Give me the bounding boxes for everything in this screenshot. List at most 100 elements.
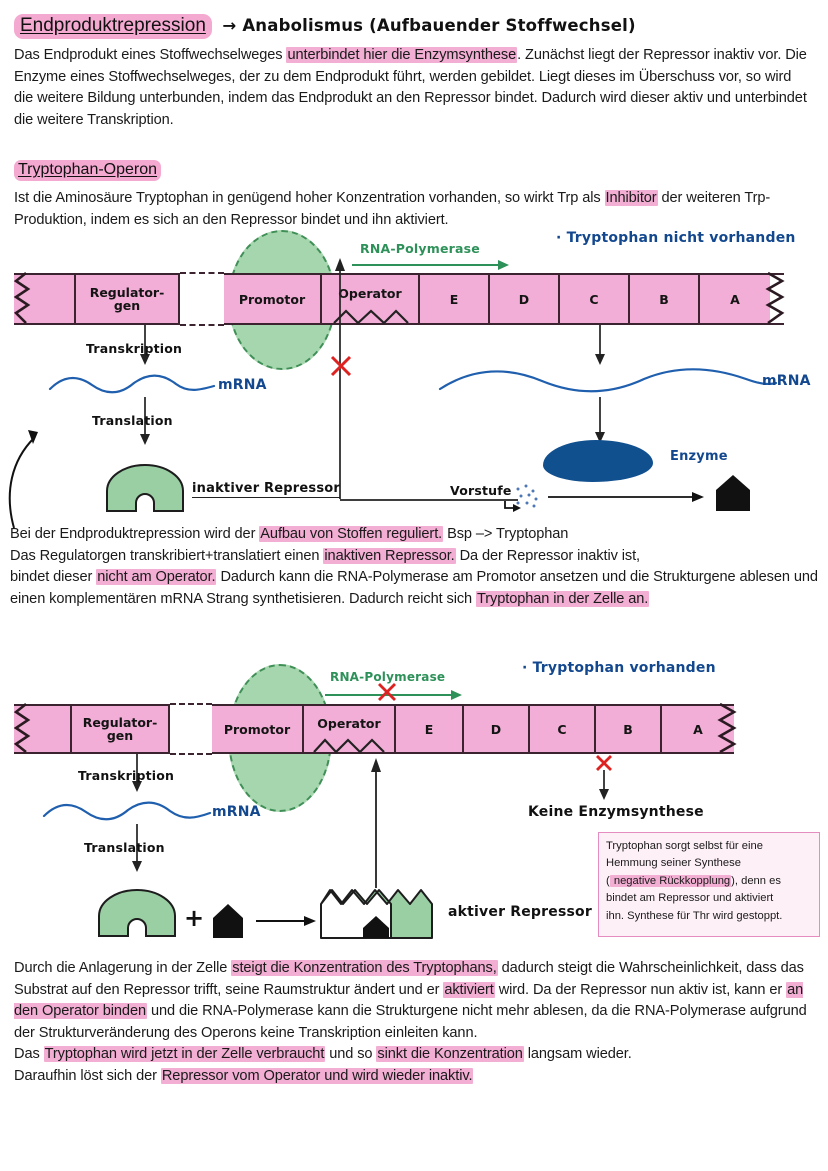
callout-line-2: Hemmung seiner Synthese (606, 857, 741, 870)
outro-text-1b: dadurch steigt die Wahrscheinlichkeit, d… (14, 960, 804, 998)
intro-paragraph: Das Endprodukt eines Stoffwechselweges u… (14, 45, 814, 131)
gene-bar-1: Regulator- gen Promotor Operator E D C B… (14, 272, 784, 326)
red-x-icon-1 (330, 355, 352, 377)
gene-segment-a: A (700, 275, 770, 323)
end-product-pentagon-icon (716, 475, 750, 511)
gene-segment-b: B (630, 275, 700, 323)
mrna-wave-2 (42, 801, 212, 821)
mid-text-1b: Bsp –> Tryptophan (443, 526, 569, 542)
gene2-segment-c: C (530, 706, 596, 752)
outro-paragraph: Durch die Anlagerung in der Zelle steigt… (14, 958, 818, 1087)
page-title: Endproduktrepression (14, 14, 212, 39)
red-x-icon-polymerase-blocked (378, 683, 396, 701)
operator-zigzag-icon (333, 309, 409, 325)
gene-segment-lead (14, 275, 76, 323)
active-repressor-shape (320, 889, 433, 939)
gene2-segment-gap (170, 703, 212, 755)
outro-text-1: Durch die Anlagerung in der Zelle (14, 960, 232, 976)
gene2-segment-regulator: Regulator- gen (72, 706, 170, 752)
callout-line-3: ( negative Rückkopplung), denn es (606, 873, 812, 890)
outro-block-1: Durch die Anlagerung in der Zelle steigt… (14, 958, 818, 1044)
vorstufe-dots-icon (504, 484, 538, 512)
section2-highlight-inhibitor: Inhibitor (604, 190, 658, 206)
gene2-segment-operator-label: Operator (317, 715, 381, 731)
callout-line-4: bindet am Repressor und aktiviert (606, 892, 774, 905)
gene-segment-regulator: Regulator- gen (76, 275, 180, 323)
gene-bar2-right-ragged-icon (717, 702, 737, 754)
mid-highlight-3: nicht am Operator. (96, 569, 217, 585)
mid-highlight-1: Aufbau von Stoffen reguliert. (259, 526, 444, 542)
diagram-tryptophan-absent: · Tryptophan nicht vorhanden RNA-Polymer… (0, 225, 828, 529)
outro-highlight-1: steigt die Konzentration des Tryptophans… (231, 960, 498, 976)
transkription-arrow-1 (140, 325, 150, 365)
gene-bar-right-ragged-icon (765, 271, 785, 325)
intro-highlight-1: unterbindet hier die Enzymsynthese (286, 47, 518, 63)
gene-segment-gap (180, 272, 224, 326)
mid-line-1: Bei der Endproduktrepression wird der Au… (10, 524, 820, 546)
gene-bar-left-ragged-icon (13, 271, 31, 324)
mrna-wave-right (438, 368, 778, 393)
mid-text-2b: Da der Repressor inaktiv ist, (455, 547, 641, 564)
gene-bar-2: Regulator- gen Promotor Operator E D C B… (14, 703, 734, 755)
outro-text-2b: wird. Da der Repressor nun aktiv ist, ka… (494, 981, 787, 998)
mid-paragraph: Bei der Endproduktrepression wird der Au… (10, 524, 820, 610)
translation-arrow-1 (140, 397, 150, 445)
repressor-label-connector (340, 499, 518, 501)
repressor-blocked-path (335, 258, 345, 499)
structure-gene-arrow (595, 325, 605, 365)
mrna-label-left: mRNA (218, 377, 267, 393)
feedback-callout-box: Tryptophan sorgt selbst für eine Hemmung… (598, 832, 820, 937)
section2-paragraph: Ist die Aminosäure Tryptophan in genügen… (14, 188, 814, 231)
outro-text-4c: langsam wieder. (523, 1046, 632, 1062)
binding-arrow (256, 916, 316, 926)
state-label-absent: · Tryptophan nicht vorhanden (556, 230, 796, 246)
no-enzyme-label: Keine Enzymsynthese (528, 804, 704, 820)
active-repressor-label: aktiver Repressor (448, 904, 592, 920)
gene2-segment-e: E (396, 706, 464, 752)
gene-segment-e: E (420, 275, 490, 323)
transkription-label-1: Transkription (86, 341, 183, 356)
outro-text-4: Das (14, 1046, 44, 1062)
inactive-repressor-label: inaktiver Repressor (192, 481, 341, 498)
transkription-arrow-2 (132, 754, 142, 792)
outro-highlight-4: Tryptophan wird jetzt in der Zelle verbr… (43, 1046, 326, 1062)
gene2-segment-lead (14, 706, 72, 752)
repressor-dome-shape-2 (98, 889, 176, 937)
gene2-segment-operator: Operator (304, 706, 396, 754)
state-label-present: · Tryptophan vorhanden (522, 660, 716, 676)
callout-paren-open: ( (606, 874, 610, 887)
gene2-segment-promotor: Promotor (212, 706, 304, 752)
mid-line-2: Das Regulatorgen transkribiert+translati… (10, 546, 820, 568)
vorstufe-label: Vorstufe (450, 483, 512, 498)
mid-highlight-4: Tryptophan in der Zelle an. (476, 590, 650, 607)
intro-text-1: Das Endprodukt eines Stoffwechselweges (14, 47, 287, 63)
callout-line-5: ihn. Synthese für Thr wird gestoppt. (606, 909, 783, 922)
mrna-label-2: mRNA (212, 804, 261, 820)
mid-text-3: bindet dieser (10, 569, 97, 585)
section2-text-1: Ist die Aminosäure Tryptophan in genügen… (14, 190, 605, 206)
intro-text-2: . Zunächst liegt der Repressor inaktiv v… (14, 47, 807, 128)
tryptophan-operon-heading: Tryptophan-Operon (14, 160, 162, 181)
plus-sign: + (184, 904, 205, 932)
page-title-row: Endproduktrepression → Anabolismus (Aufb… (14, 14, 636, 39)
gene2-segment-b: B (596, 706, 662, 752)
callout-line-1: Tryptophan sorgt selbst für eine (606, 840, 763, 852)
outro-highlight-2: aktiviert (443, 981, 495, 998)
product-arrow (548, 492, 704, 502)
outro-text-3b: und die RNA-Polymerase kann die Struktur… (14, 1003, 807, 1041)
rna-polymerase-arrow (352, 260, 509, 270)
rna-polymerase-label: RNA-Polymerase (360, 241, 480, 256)
page-title-suffix: → Anabolismus (Aufbauender Stoffwechsel) (222, 16, 636, 35)
gene2-segment-a: A (662, 706, 734, 752)
repressor-binds-operator-arrow (371, 758, 381, 888)
diagram-tryptophan-present: · Tryptophan vorhanden RNA-Polymerase Re… (0, 652, 828, 942)
mrna-wave-left (48, 374, 216, 394)
mid-text-3b: Dadurch kann die RNA-Polymerase am Promo… (10, 569, 818, 607)
mrna-label-right: mRNA (762, 373, 811, 389)
inactive-repressor-shape (106, 464, 184, 512)
gene-segment-operator: Operator (322, 275, 420, 325)
outro-highlight-5: sinkt die Konzentration (376, 1046, 524, 1062)
gene-segment-d: D (490, 275, 560, 323)
section2-text-2: der weiteren Trp-Produktion, indem es si… (14, 190, 771, 228)
